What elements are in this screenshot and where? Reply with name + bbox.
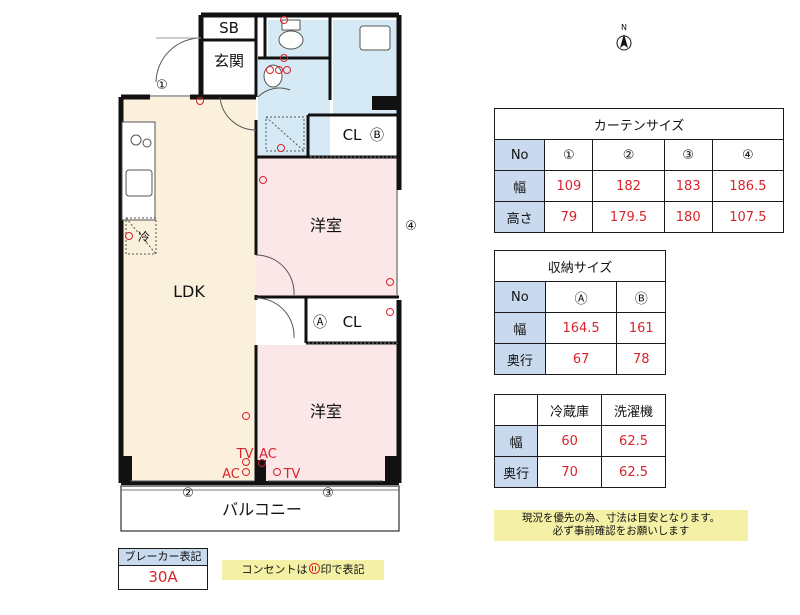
tv-label-right: TV (283, 467, 301, 482)
toilet-icon (278, 30, 304, 50)
western-upper-label: 洋室 (310, 216, 342, 235)
table-header-cell: ③ (663, 139, 713, 171)
table-header-cell: No (494, 281, 546, 313)
ac-label-right: AC (259, 447, 277, 462)
compass-label: N (621, 23, 627, 32)
breaker-label: ブレーカー表記 (118, 548, 208, 566)
outlet-legend-after: 印で表記 (320, 563, 365, 576)
outlet-icon (125, 16, 394, 476)
door-swings (155, 37, 295, 339)
note-line-1: 現況を優先の為、寸法は目安となります。 (521, 512, 721, 524)
table-row: 高さ 79 179.5 180 107.5 (493, 201, 785, 233)
outlet-legend-before: コンセントは (241, 563, 308, 576)
western-lower-label: 洋室 (310, 402, 342, 421)
breaker-value: 30A (118, 565, 208, 590)
outlet-icon (308, 563, 320, 574)
table-header-cell: Ⓑ (616, 281, 666, 313)
table-header-cell: ① (544, 139, 594, 171)
stove-burner-icon (142, 138, 152, 148)
table-header-cell: ④ (711, 139, 785, 171)
window-marker-2: ② (182, 486, 194, 501)
table-row: 幅 164.5 161 (494, 312, 666, 344)
table-header-cell: ② (592, 139, 665, 171)
interior-walls (201, 15, 399, 483)
closet-marker-a: Ⓐ (313, 315, 327, 331)
table-header-cell: 洗濯機 (601, 394, 666, 426)
window-marker-1: ① (156, 78, 168, 93)
toilet-tank-icon (281, 19, 301, 31)
table-row: 幅 60 62.5 (493, 425, 666, 457)
stove-burner-icon (130, 134, 142, 146)
appliance-size-table: 冷蔵庫 洗濯機 幅 60 62.5 奥行 70 62.5 (493, 394, 666, 488)
western-lower-floor (256, 345, 398, 483)
basin-icon (263, 64, 283, 88)
closet-upper-label: CL (343, 126, 362, 144)
curtain-size-table: カーテンサイズ No ① ② ③ ④ 幅 109 182 183 186.5 高… (493, 108, 785, 233)
storage-table-title: 収納サイズ (494, 250, 666, 282)
closet-lower-label: CL (343, 313, 362, 331)
sb-label: SB (219, 19, 239, 37)
north-arrow-icon (616, 34, 632, 51)
ldk-label: LDK (173, 282, 205, 301)
table-header-cell: No (493, 139, 546, 171)
table-row: 奥行 67 78 (494, 343, 666, 375)
balcony-label: バルコニー (222, 500, 302, 519)
structural-columns (121, 96, 399, 483)
ac-label-left: AC (222, 467, 240, 482)
curtain-table-title: カーテンサイズ (494, 108, 784, 140)
tv-label-left: TV (236, 447, 254, 462)
outlet-legend: コンセントは印で表記 (222, 560, 384, 580)
measurement-note: 現況を優先の為、寸法は目安となります。 必ず事前確認をお願いします (494, 510, 748, 541)
western-upper-floor (256, 157, 398, 297)
bathtub-icon (359, 25, 391, 51)
table-row: 奥行 70 62.5 (493, 456, 666, 488)
closet-hangers (308, 156, 398, 344)
fridge-label: 冷 (138, 230, 150, 244)
window-marker-3: ③ (322, 486, 334, 501)
entrance-floor (201, 40, 256, 97)
table-header-cell: Ⓐ (544, 281, 618, 313)
entrance-label: 玄関 (214, 52, 244, 70)
storage-size-table: 収納サイズ No Ⓐ Ⓑ 幅 164.5 161 奥行 67 78 (494, 250, 666, 375)
outer-walls (118, 12, 402, 485)
balcony-area (120, 485, 400, 532)
table-row: 幅 109 182 183 186.5 (493, 170, 785, 202)
closet-marker-b: Ⓑ (370, 128, 384, 144)
windows (130, 95, 398, 482)
note-line-2: 必ず事前確認をお願いします (552, 525, 690, 537)
table-header-cell: 冷蔵庫 (537, 394, 603, 426)
table-header-cell (493, 394, 539, 426)
window-marker-4: ④ (405, 219, 417, 234)
sink-icon (125, 169, 153, 197)
kitchen-counter (121, 121, 156, 221)
